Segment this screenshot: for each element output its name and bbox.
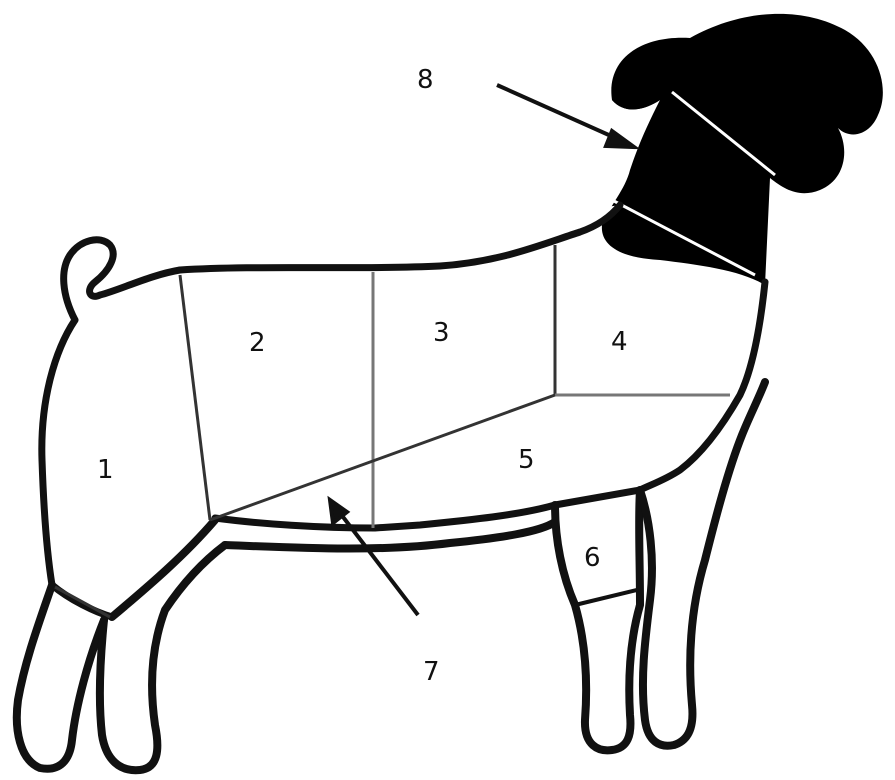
goat-tail — [64, 240, 180, 320]
label-region-2: 2 — [249, 328, 266, 358]
label-region-8: 8 — [417, 65, 434, 95]
label-region-4: 4 — [611, 327, 628, 357]
goat-head — [602, 14, 883, 285]
arrow-8-line — [497, 85, 620, 140]
goat-body — [42, 205, 765, 617]
label-region-7: 7 — [423, 657, 440, 687]
label-region-6: 6 — [584, 543, 601, 573]
arrow-8-head — [606, 131, 634, 147]
label-region-3: 3 — [433, 318, 450, 348]
label-region-5: 5 — [518, 445, 535, 475]
divider-1-2 — [180, 275, 210, 520]
label-region-1: 1 — [97, 455, 114, 485]
